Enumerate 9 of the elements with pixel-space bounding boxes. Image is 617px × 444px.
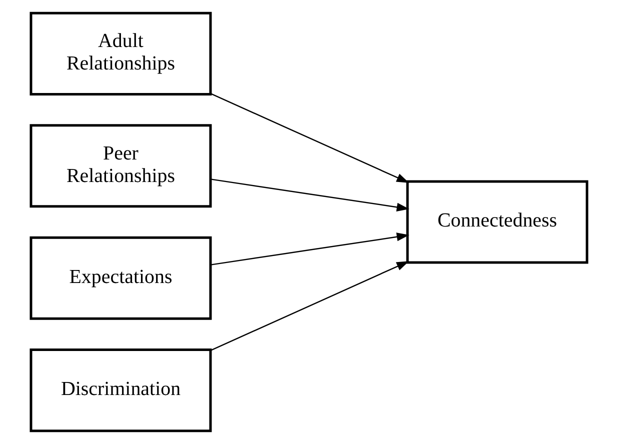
node-box: Discrimination: [29, 348, 212, 432]
arrow: [210, 261, 409, 351]
arrow: [210, 178, 409, 212]
node-box: Connectedness: [406, 180, 588, 264]
node-box: Peer Relationships: [29, 124, 212, 208]
node-box: Expectations: [29, 236, 212, 320]
node-box: Adult Relationships: [29, 12, 212, 96]
arrow: [210, 93, 409, 183]
arrow: [210, 232, 409, 266]
